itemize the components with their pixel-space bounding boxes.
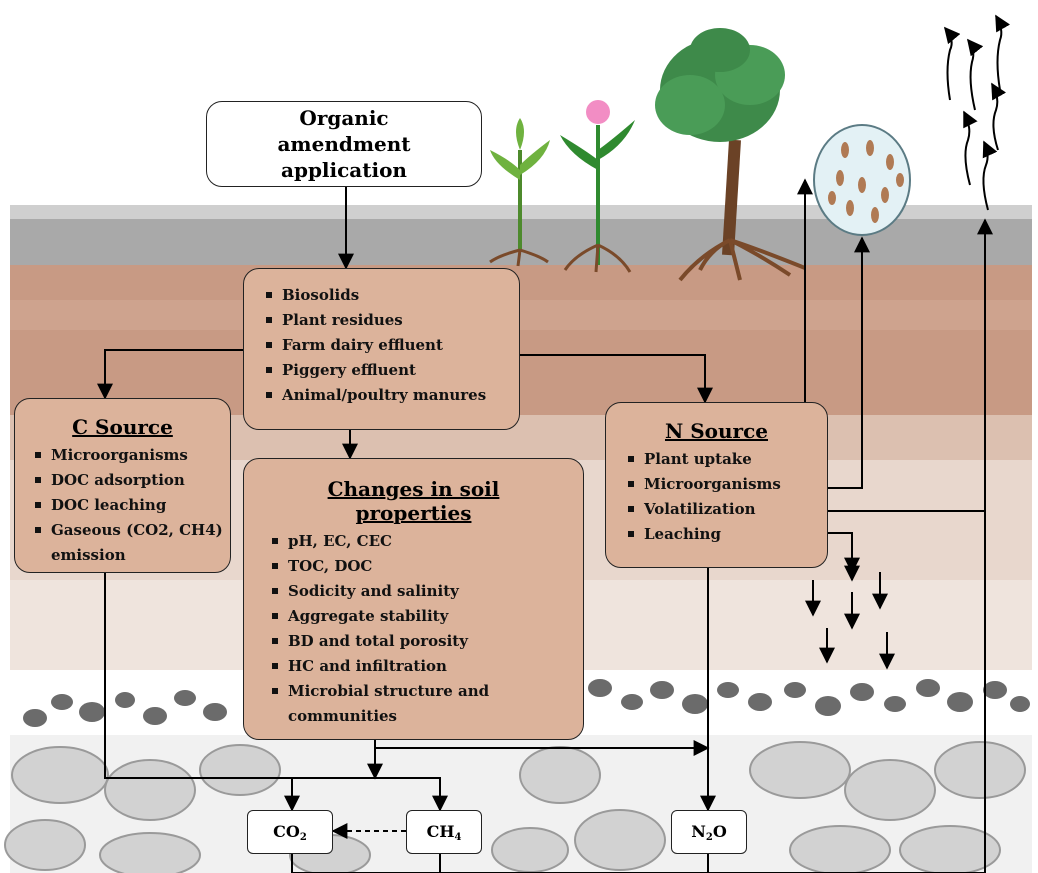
soil-properties-item: HC and infiltration (270, 654, 518, 679)
soil-properties-item: Aggregate stability (270, 604, 518, 629)
plant-small (489, 118, 550, 267)
soil-properties-item: Microbial structure and communities (270, 679, 518, 729)
n-source-item: Plant uptake (626, 447, 827, 472)
amendment-sources-item: Piggery effluent (264, 358, 519, 383)
n-source-item: Leaching (626, 522, 827, 547)
microbe-circle (813, 124, 911, 236)
ch4-box: CH4 (406, 810, 482, 854)
tree (655, 28, 806, 282)
n-source-item: Microorganisms (626, 472, 827, 497)
soil-properties-title: Changes in soil properties (327, 477, 500, 525)
amendment-sources-item: Plant residues (264, 308, 519, 333)
co2-label: CO2 (273, 821, 307, 843)
amendment-sources-item: Animal/poultry manures (264, 383, 519, 408)
rocks (4, 741, 1026, 873)
co2-box: CO2 (247, 810, 333, 854)
soil-properties-item: BD and total porosity (270, 629, 518, 654)
amendment-sources-item: Biosolids (264, 283, 519, 308)
organic-amendment-box: Organic amendment application (206, 101, 482, 187)
organic-amendment-label: Organic amendment application (277, 106, 411, 182)
n-source-item: Volatilization (626, 497, 827, 522)
volatilization-arrows (943, 14, 1011, 211)
c-source-item: Gaseous (CO2, CH4) emission (33, 518, 236, 568)
ch4-label: CH4 (426, 821, 462, 843)
plant-flower (560, 100, 635, 273)
c-source-item: Microorganisms (33, 443, 236, 468)
soil-properties-item: Sodicity and salinity (270, 579, 518, 604)
n2o-box: N2O (671, 810, 747, 854)
amendment-sources-item: Farm dairy effluent (264, 333, 519, 358)
c-source-title: C Source (72, 415, 173, 439)
soil-properties-item: pH, EC, CEC (270, 529, 518, 554)
n-source-title: N Source (664, 419, 768, 443)
pebble-layer (23, 679, 1030, 727)
c-source-item: DOC leaching (33, 493, 236, 518)
c-source-item: DOC adsorption (33, 468, 236, 493)
connectors (97, 178, 993, 873)
n2o-label: N2O (691, 821, 727, 843)
soil-properties-item: TOC, DOC (270, 554, 518, 579)
